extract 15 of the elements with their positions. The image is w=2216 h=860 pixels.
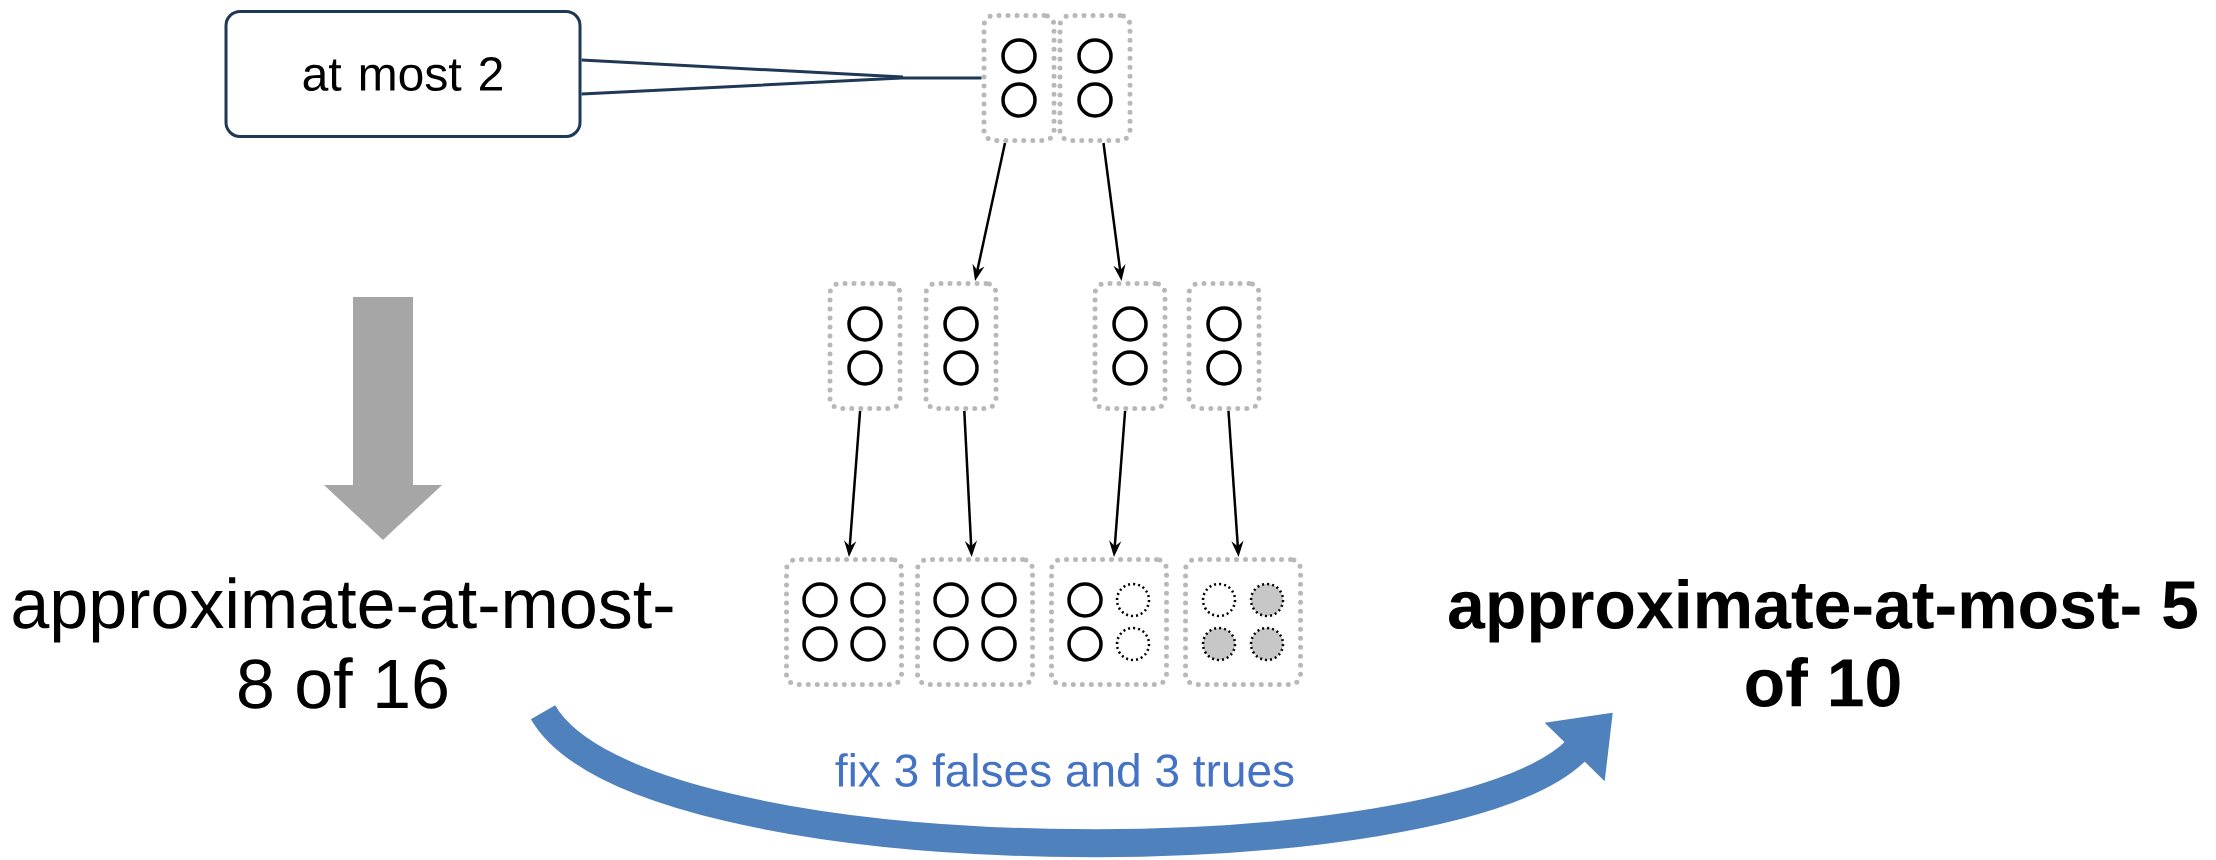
circle-group-drawing <box>1186 281 1262 411</box>
circle-group-drawing <box>1183 557 1303 687</box>
callout-tail <box>581 76 982 96</box>
statement-text: approximate-at-most- 8 of 16 <box>13 577 673 709</box>
circle-group-drawing <box>1092 281 1168 411</box>
edge-label: fix 3 falses and 3 trues <box>835 753 1294 787</box>
circle-group-drawing <box>784 557 904 687</box>
circle-group-drawing <box>923 281 999 411</box>
callout-box: at most 2 <box>224 10 904 138</box>
circle-group-drawing <box>827 281 903 411</box>
circle-group-drawing <box>981 13 1057 143</box>
statement-text: approximate-at-most- 5 of 10 <box>1449 579 2197 707</box>
circle-group-drawing <box>1049 557 1169 687</box>
circle-group-drawing <box>915 557 1035 687</box>
circle-group-drawing <box>1057 13 1133 143</box>
